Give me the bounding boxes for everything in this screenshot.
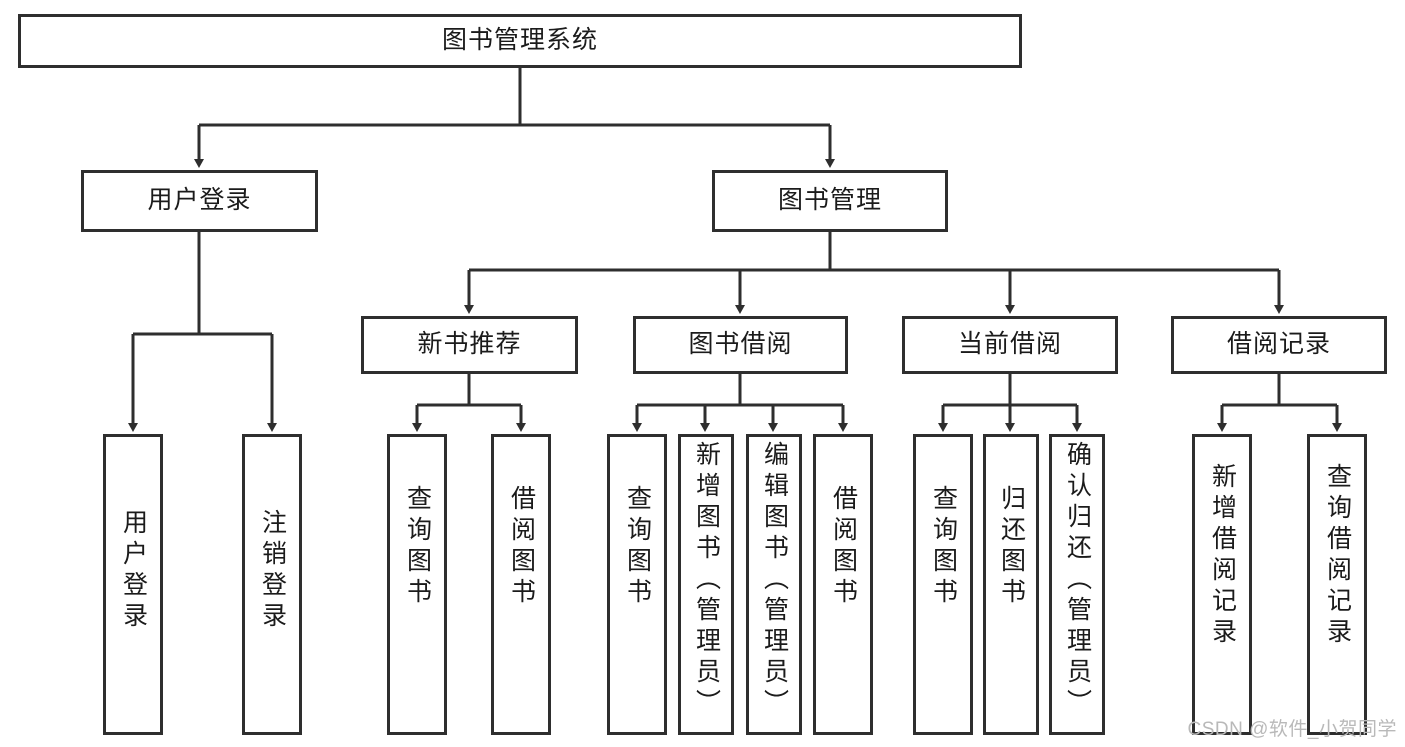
leaf-query-book-3-label: 查询图书 — [929, 485, 958, 609]
node-borrow-record[interactable]: 借阅记录 — [1171, 316, 1387, 374]
leaf-add-book[interactable]: 新增图书（管理员） — [678, 434, 734, 735]
leaf-return-book[interactable]: 归还图书 — [983, 434, 1039, 735]
node-book-borrow-label: 图书借阅 — [688, 330, 793, 359]
leaf-borrow-book-2-label: 借阅图书 — [829, 485, 858, 609]
leaf-edit-book-label: 编辑图书（管理员） — [760, 441, 789, 720]
leaf-borrow-book-2[interactable]: 借阅图书 — [813, 434, 873, 735]
leaf-borrow-book-1-label: 借阅图书 — [507, 485, 536, 609]
leaf-return-book-label: 归还图书 — [997, 485, 1026, 609]
leaf-logout-login-label: 注销登录 — [258, 509, 287, 633]
node-user-login-label: 用户登录 — [147, 186, 252, 215]
node-book-borrow[interactable]: 图书借阅 — [633, 316, 848, 374]
node-new-book-recommend[interactable]: 新书推荐 — [361, 316, 578, 374]
leaf-edit-book[interactable]: 编辑图书（管理员） — [746, 434, 802, 735]
leaf-user-login-label: 用户登录 — [119, 509, 148, 633]
leaf-query-book-2-label: 查询图书 — [623, 485, 652, 609]
leaf-confirm-return[interactable]: 确认归还（管理员） — [1049, 434, 1105, 735]
node-book-manage-label: 图书管理 — [777, 186, 882, 215]
leaf-query-book-1[interactable]: 查询图书 — [387, 434, 447, 735]
node-current-borrow-label: 当前借阅 — [957, 330, 1062, 359]
leaf-query-borrow-record-label: 查询借阅记录 — [1323, 463, 1352, 649]
leaf-query-book-3[interactable]: 查询图书 — [913, 434, 973, 735]
leaf-logout-login[interactable]: 注销登录 — [242, 434, 302, 735]
leaf-query-book-1-label: 查询图书 — [403, 485, 432, 609]
leaf-add-borrow-record[interactable]: 新增借阅记录 — [1192, 434, 1252, 735]
leaf-add-borrow-record-label: 新增借阅记录 — [1208, 463, 1237, 649]
leaf-confirm-return-label: 确认归还（管理员） — [1063, 441, 1092, 720]
node-user-login[interactable]: 用户登录 — [81, 170, 318, 232]
node-borrow-record-label: 借阅记录 — [1226, 330, 1331, 359]
csdn-watermark: CSDN @软件_小贺同学 — [1187, 719, 1397, 740]
node-current-borrow[interactable]: 当前借阅 — [902, 316, 1118, 374]
leaf-borrow-book-1[interactable]: 借阅图书 — [491, 434, 551, 735]
leaf-query-borrow-record[interactable]: 查询借阅记录 — [1307, 434, 1367, 735]
leaf-add-book-label: 新增图书（管理员） — [692, 441, 721, 720]
node-new-book-recommend-label: 新书推荐 — [417, 330, 522, 359]
node-root[interactable]: 图书管理系统 — [18, 14, 1022, 68]
node-book-manage[interactable]: 图书管理 — [712, 170, 948, 232]
node-root-label: 图书管理系统 — [441, 26, 598, 55]
leaf-query-book-2[interactable]: 查询图书 — [607, 434, 667, 735]
leaf-user-login[interactable]: 用户登录 — [103, 434, 163, 735]
